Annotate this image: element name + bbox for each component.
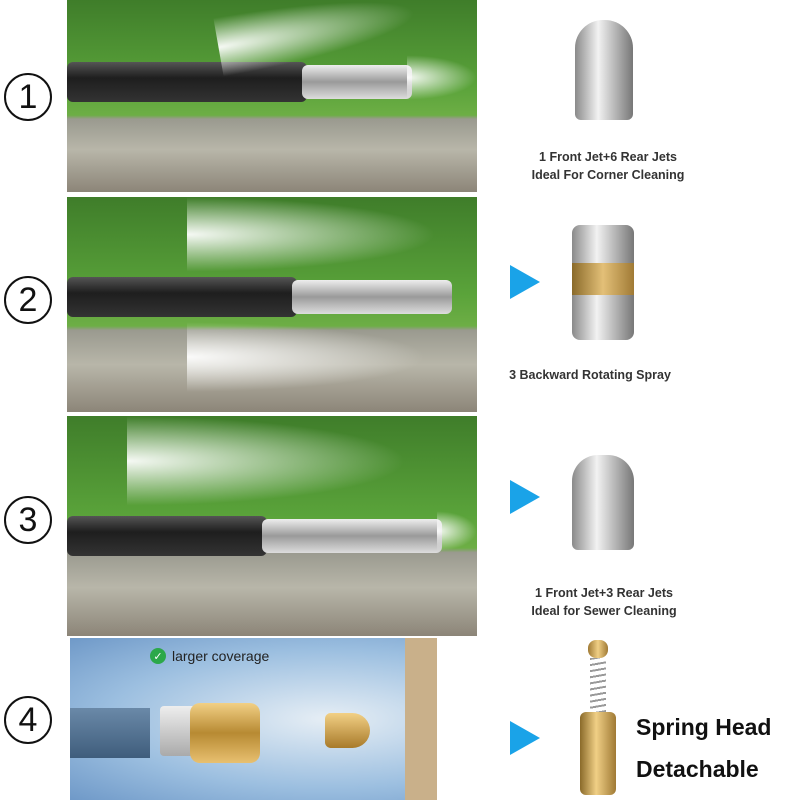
nozzle-photo-3 xyxy=(67,416,477,636)
nozzle-image-2 xyxy=(572,225,634,340)
spring-nozzle-image xyxy=(578,640,618,795)
nozzle-photo-1 xyxy=(67,0,477,192)
nozzle-image-3 xyxy=(572,455,634,550)
caption-2: 3 Backward Rotating Spray xyxy=(509,368,671,382)
nozzle-photo-2 xyxy=(67,197,477,412)
step-number-3: 3 xyxy=(4,496,52,544)
arrow-icon xyxy=(510,480,540,514)
step-number-2: 2 xyxy=(4,276,52,324)
step-number-1: 1 xyxy=(4,73,52,121)
arrow-icon xyxy=(510,721,540,755)
detachable-title: Detachable xyxy=(636,756,759,782)
nozzle-image-1 xyxy=(575,20,633,120)
coverage-badge: ✓ larger coverage xyxy=(150,648,269,664)
spring-head-title: Spring Head xyxy=(636,714,772,740)
nozzle-photo-4: ✓ larger coverage xyxy=(70,638,437,800)
step-number-4: 4 xyxy=(4,696,52,744)
arrow-icon xyxy=(510,265,540,299)
check-icon: ✓ xyxy=(150,648,166,664)
